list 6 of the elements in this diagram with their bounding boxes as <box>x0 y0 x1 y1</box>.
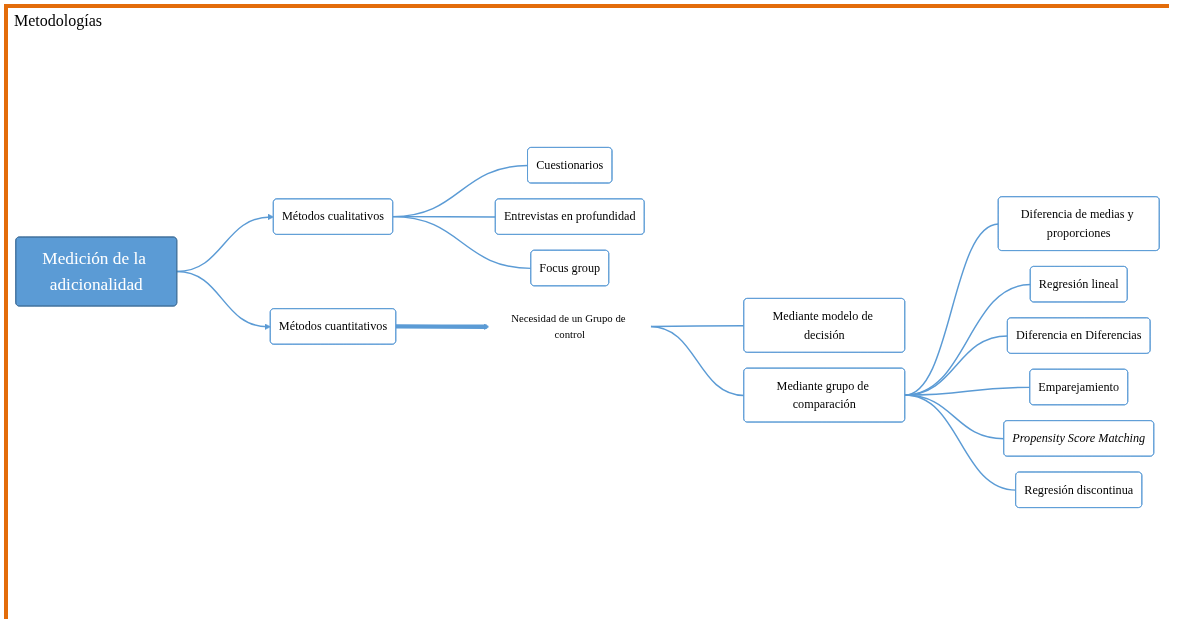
side-label: Metodologías <box>14 12 102 30</box>
connector <box>392 215 532 270</box>
arrow <box>176 270 271 330</box>
arrow <box>395 323 490 330</box>
connector <box>649 325 745 397</box>
node-text: Necesidad de un Grupo de control <box>511 312 626 341</box>
